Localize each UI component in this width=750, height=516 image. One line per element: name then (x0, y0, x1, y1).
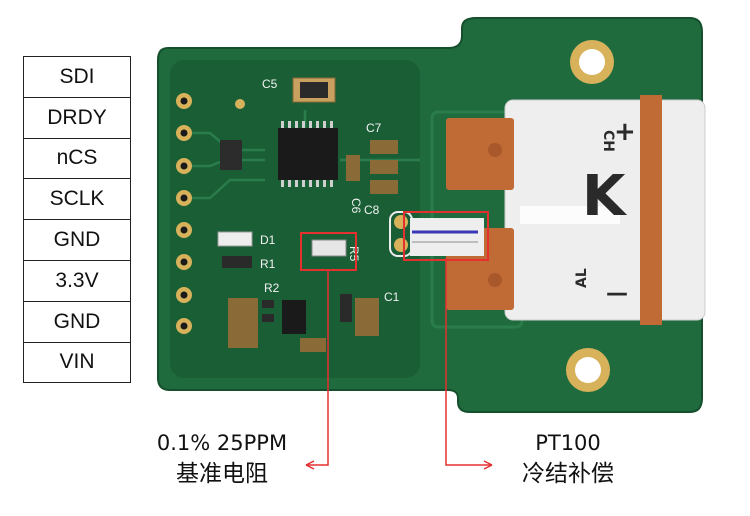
callout-caption-right: PT100 冷结补偿 (498, 428, 638, 490)
label-al: AL (574, 268, 590, 288)
led-d1: D1 (217, 231, 276, 247)
resistor-array (220, 140, 242, 170)
callout-arrow-left (305, 270, 329, 470)
capacitor-c5: C5 (262, 77, 336, 103)
silk-r2: R2 (264, 281, 280, 295)
pin-label: GND (23, 300, 131, 343)
pin-label: VIN (23, 341, 131, 384)
label-k: K (582, 164, 628, 229)
adc-chip (278, 121, 338, 187)
label-plus: + (614, 117, 636, 147)
pin-label: 3.3V (23, 259, 131, 302)
via (235, 99, 245, 109)
silk-c1: C1 (384, 290, 400, 304)
pin-label: SCLK (23, 178, 131, 221)
regulator-section: R2 C1 (228, 281, 400, 352)
callout-right-line1: PT100 (535, 431, 601, 455)
pin-label-table: SDI DRDY nCS SCLK GND 3.3V GND VIN (23, 56, 131, 384)
pin-label: SDI (23, 56, 131, 98)
callout-left-line2: 基准电阻 (176, 461, 268, 487)
capacitor-cluster: C7 C6 C8 (346, 121, 398, 217)
silk-r1: R1 (260, 257, 276, 271)
callout-right-line2: 冷结补偿 (522, 461, 614, 487)
silk-c6: C6 (349, 198, 363, 214)
thermocouple-connector: CH + K AL — (504, 95, 706, 325)
copper-terminal-top (446, 118, 514, 190)
pt100-sensor (403, 211, 489, 261)
label-minus: — (606, 281, 628, 306)
pad-dot (394, 238, 408, 252)
pin-label: DRDY (23, 96, 131, 139)
mounting-hole (570, 40, 614, 84)
silk-d1: D1 (260, 233, 276, 247)
resistor-r1: R1 (222, 256, 276, 271)
pad-dot (394, 215, 408, 229)
callout-arrow-right (445, 258, 493, 470)
silk-c7: C7 (366, 121, 382, 135)
callout-left-line1: 0.1% 25PPM (156, 431, 288, 455)
label-ch: CH (600, 130, 616, 152)
silk-r5: R5 (347, 246, 361, 262)
pin-label: GND (23, 219, 131, 261)
silk-c8: C8 (364, 203, 380, 217)
reference-resistor-r5: R5 (300, 232, 361, 271)
silk-c5: C5 (262, 77, 278, 91)
callout-caption-left: 0.1% 25PPM 基准电阻 (142, 428, 302, 490)
mounting-hole (566, 348, 610, 392)
header-pins (176, 93, 192, 334)
